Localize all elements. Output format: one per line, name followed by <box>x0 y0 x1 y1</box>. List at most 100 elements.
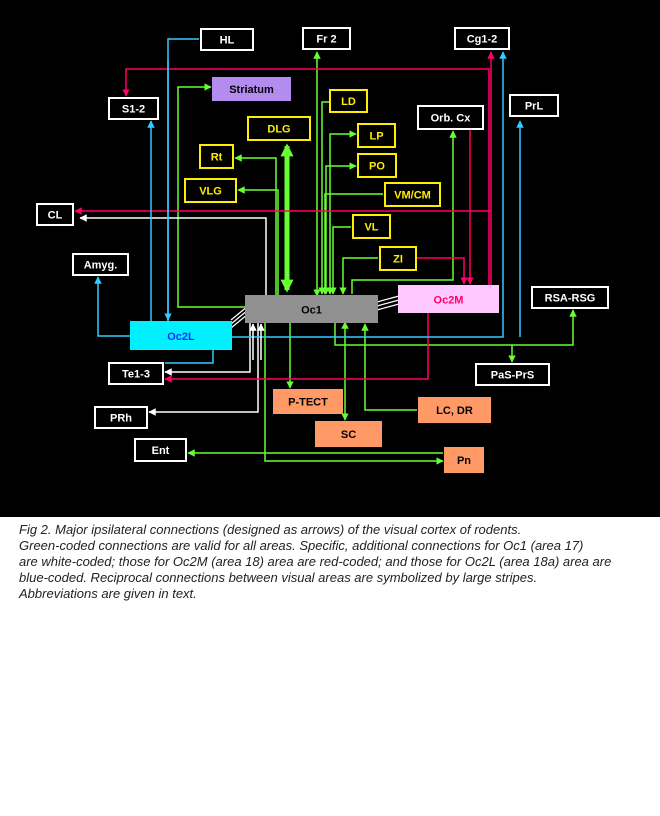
node-rt-label: Rt <box>211 151 223 163</box>
node-amyg: Amyg. <box>72 253 129 276</box>
node-oc1: Oc1 <box>245 295 378 323</box>
node-prl: PrL <box>509 94 559 117</box>
arrow-oc2m-to-s1-2 <box>122 68 490 286</box>
node-vl: VL <box>352 214 391 239</box>
arrow-oc2l-to-amyg <box>94 276 131 337</box>
node-cl-label: CL <box>48 209 63 221</box>
node-ent: Ent <box>134 438 187 462</box>
node-prl-label: PrL <box>525 100 544 112</box>
node-rt-box <box>199 144 234 169</box>
node-oc1-label: Oc1 <box>301 304 322 316</box>
arrow-oc1-to-te1-3 <box>164 322 251 376</box>
node-pn-box <box>444 447 484 473</box>
reciprocal-stripe-oc1-oc2m-1 <box>376 295 400 303</box>
node-ptect: P-TECT <box>273 389 343 414</box>
node-fr2-label: Fr 2 <box>316 33 336 45</box>
caption-line: Green-coded connections are valid for al… <box>19 538 584 553</box>
caption-line: Fig 2. Major ipsilateral connections (de… <box>19 522 522 537</box>
node-cl-box <box>36 203 74 226</box>
node-ent-box <box>134 438 187 462</box>
arrow-oc1-to-rt <box>234 154 277 296</box>
arrow-oc2m-to-oc2m-area <box>400 257 468 285</box>
reciprocal-stripe-oc1-oc2m-2 <box>376 299 400 307</box>
node-prl-box <box>509 94 559 117</box>
node-cg12: Cg1-2 <box>454 27 510 50</box>
node-zi-box <box>379 246 417 271</box>
node-fr2: Fr 2 <box>302 27 351 50</box>
node-orbcx: Orb. Cx <box>417 105 484 130</box>
node-dlg: DLG <box>247 116 311 141</box>
arrow-oc1-to-prh <box>148 322 259 416</box>
caption-line: are white-coded; those for Oc2M (area 18… <box>19 554 612 569</box>
node-striatum-label: Striatum <box>229 84 274 96</box>
arrow-oc2l-to-te1-3 <box>165 349 214 364</box>
node-s12-label: S1-2 <box>122 103 145 115</box>
node-striatum-box <box>212 77 291 101</box>
node-prh: PRh <box>94 406 148 429</box>
reciprocal-stripe-oc1-oc2m-3 <box>376 303 400 311</box>
arrow-vmcm-to-oc1 <box>321 193 383 295</box>
arrow-po-to-oc1 <box>322 162 357 295</box>
arrow-oc2m-to-te1-3 <box>164 312 429 383</box>
arrow-vl-to-oc1 <box>329 226 351 295</box>
node-ld-label: LD <box>341 96 356 108</box>
node-sc-label: SC <box>341 429 356 441</box>
node-sc-box <box>315 421 382 447</box>
node-hl-label: HL <box>220 34 235 46</box>
arrow-oc2l-to-cg1-2 <box>231 51 507 338</box>
node-oc2l-box <box>130 321 232 350</box>
arrow-oc1-to-striatum <box>177 83 246 308</box>
node-vmcm-box <box>384 182 441 207</box>
node-pn: Pn <box>444 447 484 473</box>
node-po-label: PO <box>369 160 385 172</box>
node-striatum: Striatum <box>212 77 291 101</box>
node-lp-box <box>357 123 396 148</box>
node-lcdr-label: LC, DR <box>436 405 473 417</box>
arrow-ld-to-oc1 <box>318 101 330 295</box>
node-rsarsg-label: RSA-RSG <box>545 292 596 304</box>
node-zi-label: ZI <box>393 253 403 265</box>
node-amyg-box <box>72 253 129 276</box>
arrow-lc-dr-to-oc1 <box>361 323 417 411</box>
node-fr2-box <box>302 27 351 50</box>
node-cl: CL <box>36 203 74 226</box>
node-s12-box <box>108 97 159 120</box>
arrow-oc1-to-pn <box>264 322 444 465</box>
node-pn-label: Pn <box>457 455 471 467</box>
caption-line: Abbreviations are given in text. <box>19 586 197 601</box>
node-vl-box <box>352 214 391 239</box>
node-vmcm-label: VM/CM <box>394 189 431 201</box>
node-lcdr-box <box>418 397 491 423</box>
node-te13: Te1-3 <box>108 362 164 385</box>
node-po-box <box>357 153 397 178</box>
connection-arrows <box>74 38 577 465</box>
node-rt: Rt <box>199 144 234 169</box>
node-orbcx-box <box>417 105 484 130</box>
node-vlg-box <box>184 178 237 203</box>
node-s12: S1-2 <box>108 97 159 120</box>
node-vlg-label: VLG <box>199 185 222 197</box>
node-oc2m: Oc2M <box>398 285 499 313</box>
arrow-zi-to-oc1 <box>339 257 378 295</box>
node-ent-label: Ent <box>152 445 170 457</box>
node-lp-label: LP <box>369 130 383 142</box>
node-ptect-label: P-TECT <box>288 396 328 408</box>
node-zi: ZI <box>379 246 417 271</box>
node-sc: SC <box>315 421 382 447</box>
arrow-oc1-to-rsa-rsg <box>334 309 577 346</box>
node-rsarsg: RSA-RSG <box>531 286 609 309</box>
node-hl: HL <box>200 28 254 51</box>
arrow-oc1-to-hl <box>79 214 267 296</box>
node-hl-box <box>200 28 254 51</box>
node-cg12-label: Cg1-2 <box>467 33 498 45</box>
arrow-oc1-to-orb-cx <box>351 130 457 294</box>
node-prh-box <box>94 406 148 429</box>
node-dlg-box <box>247 116 311 141</box>
node-vmcm: VM/CM <box>384 182 441 207</box>
node-amyg-label: Amyg. <box>84 259 118 271</box>
node-prh-label: PRh <box>110 412 132 424</box>
node-ptect-box <box>273 389 343 414</box>
node-pasprs-label: PaS-PrS <box>491 369 534 381</box>
